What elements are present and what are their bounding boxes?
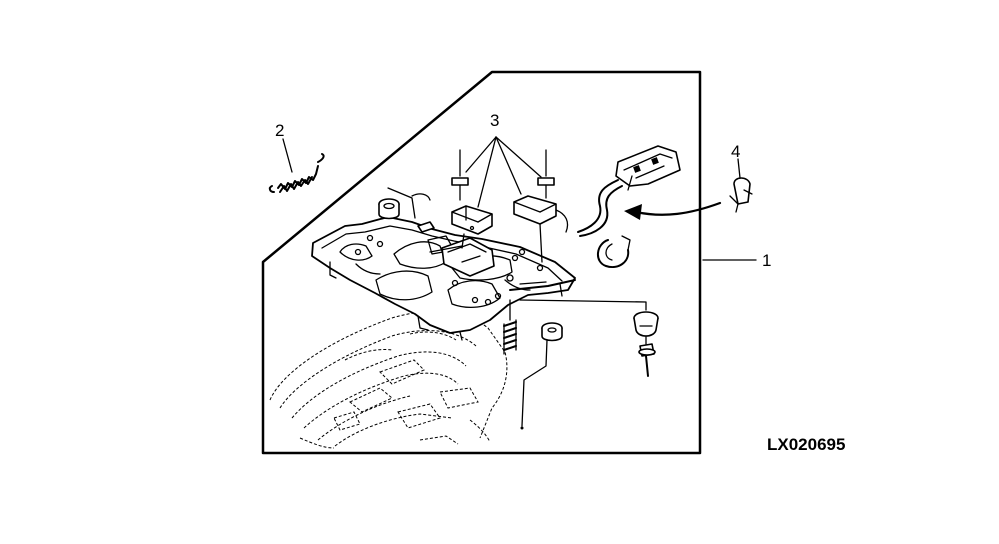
callout-1-label: 1 xyxy=(762,251,771,270)
tension-spring xyxy=(268,138,325,193)
lower-hardware xyxy=(503,299,659,430)
bolts-and-switches xyxy=(429,136,569,263)
callout-4-label: 4 xyxy=(731,142,740,161)
callout-2-label: 2 xyxy=(275,121,284,140)
rubber-grommet-left xyxy=(378,187,435,233)
callout-3-label: 3 xyxy=(490,111,499,130)
mounting-plate xyxy=(311,216,576,341)
diagram-frame xyxy=(261,70,702,455)
figure-reference-code: LX020695 xyxy=(767,435,845,454)
wiring-harness-connector xyxy=(577,145,753,268)
dashed-seat-outline xyxy=(269,311,508,449)
